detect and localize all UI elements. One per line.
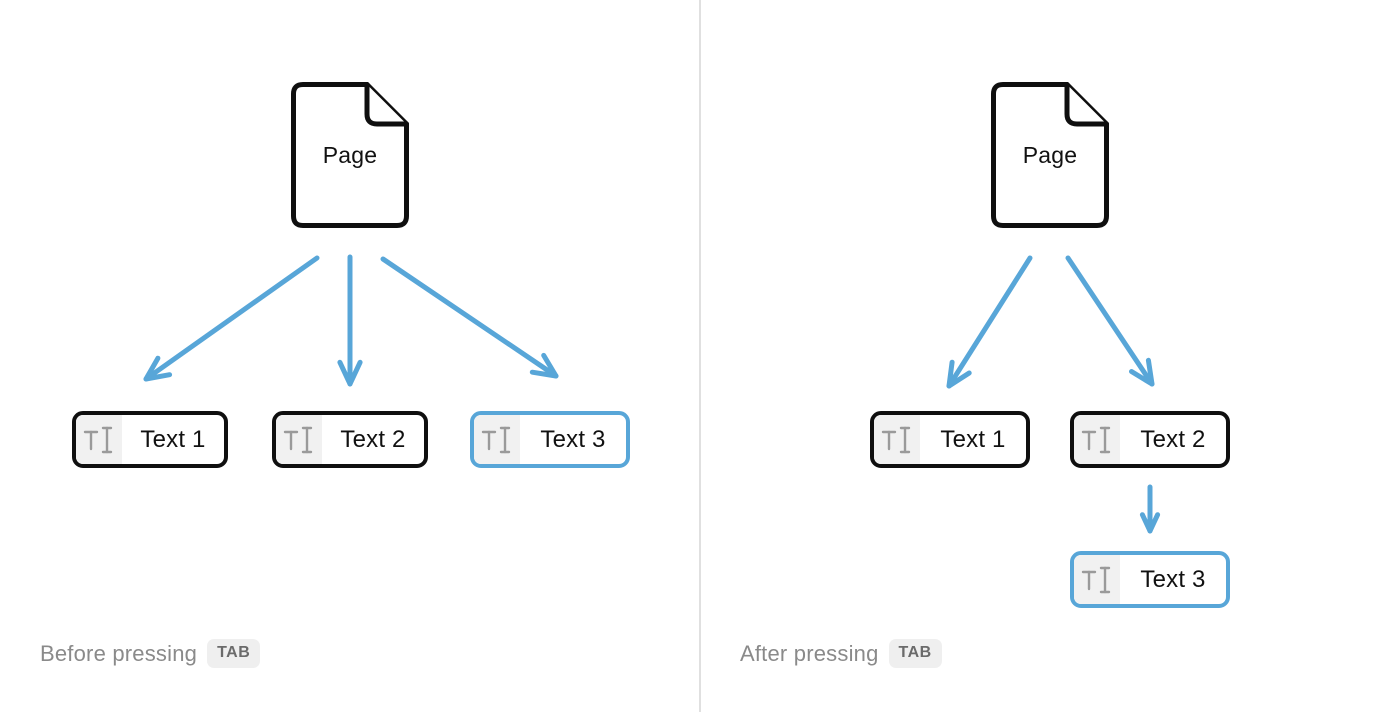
text-block-icon [76, 415, 122, 464]
text-block-1-left: Text 1 [72, 411, 228, 468]
text-block-1-right: Text 1 [870, 411, 1030, 468]
caption-after: After pressing TAB [740, 639, 942, 668]
text-block-3-left-highlighted: Text 3 [470, 411, 630, 468]
text-block-label: Text 1 [140, 425, 206, 453]
text-block-label: Text 2 [340, 425, 406, 453]
text-block-icon [276, 415, 322, 464]
arrow-page-to-text1-left [143, 255, 320, 382]
text-block-label: Text 3 [540, 425, 606, 453]
arrow-page-to-text2-right [1065, 255, 1155, 387]
arrow-page-to-text1-right [946, 255, 1033, 389]
text-block-label: Text 2 [1140, 425, 1206, 453]
caption-text: After pressing [740, 640, 879, 666]
panel-divider [699, 0, 701, 712]
text-block-icon [1074, 555, 1120, 604]
page-node-right: Page [991, 82, 1109, 228]
text-block-2-right: Text 2 [1070, 411, 1230, 468]
tab-key-badge: TAB [207, 639, 261, 668]
caption-before: Before pressing TAB [40, 639, 261, 668]
page-document-icon [991, 82, 1109, 228]
text-block-2-left: Text 2 [272, 411, 428, 468]
text-block-icon [1074, 415, 1120, 464]
arrow-page-to-text2-left [337, 254, 363, 387]
text-block-icon [474, 415, 520, 464]
page-label: Page [322, 141, 378, 168]
text-block-3-right-highlighted: Text 3 [1070, 551, 1230, 608]
text-block-label: Text 1 [940, 425, 1006, 453]
text-block-label: Text 3 [1140, 565, 1206, 593]
page-node-left: Page [291, 82, 409, 228]
tab-key-badge: TAB [888, 639, 942, 668]
arrow-page-to-text3-left [380, 256, 559, 379]
text-block-icon [874, 415, 920, 464]
caption-text: Before pressing [40, 640, 198, 666]
arrow-text2-to-text3-right [1139, 484, 1161, 534]
page-label: Page [1022, 141, 1078, 168]
page-document-icon [291, 82, 409, 228]
